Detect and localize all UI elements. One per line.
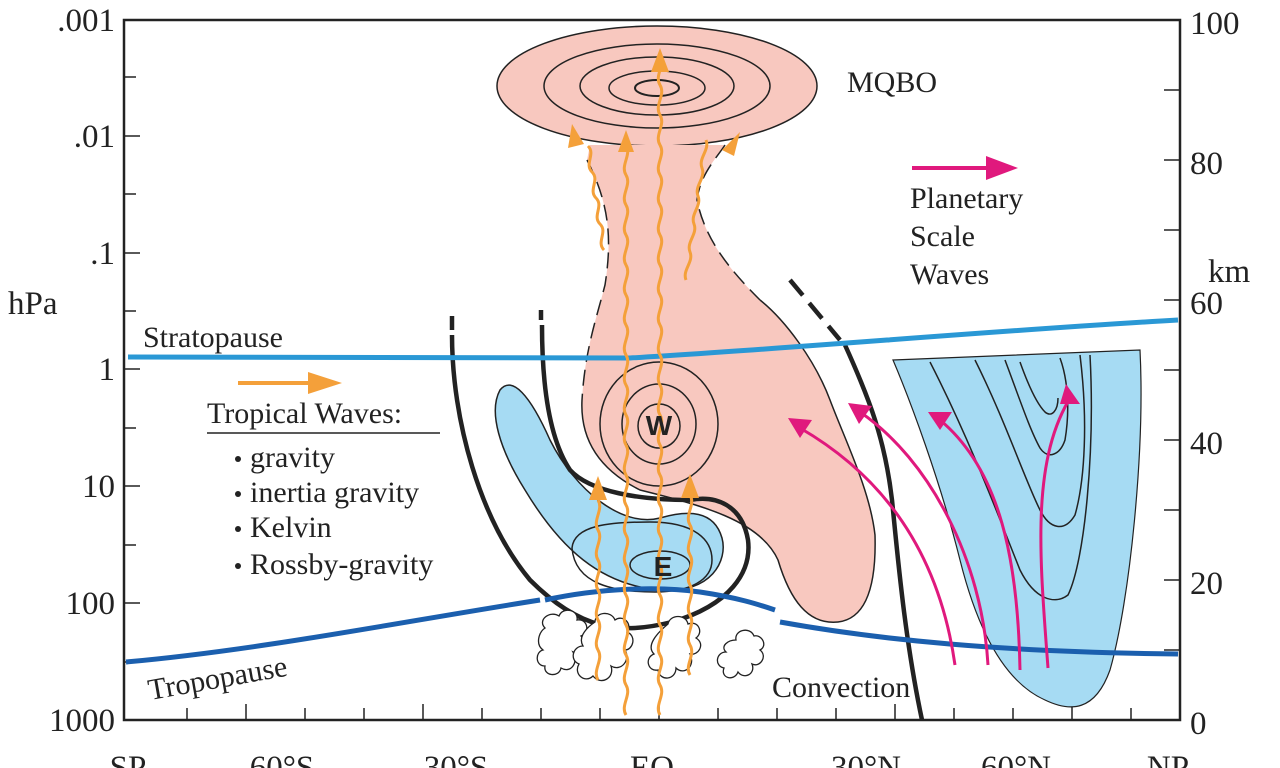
winter-jet-contour xyxy=(1019,361,1059,415)
bottom-tick-label: SP xyxy=(110,750,147,768)
bottom-tick-label: 60°N xyxy=(981,750,1051,768)
planetary-wave-arrows xyxy=(799,394,1074,671)
mqbo-contour xyxy=(543,43,771,129)
left-axis-ticks xyxy=(124,19,140,663)
winter-jet-region xyxy=(892,349,1142,708)
bottom-tick-label: 60°S xyxy=(250,750,315,768)
left-tick-label: .1 xyxy=(90,236,115,272)
tropopause-line xyxy=(779,619,1179,657)
left-tick-label: 100 xyxy=(66,586,116,622)
tropopause-line xyxy=(125,597,541,665)
tropical-legend-arrowhead xyxy=(308,372,342,394)
left-tick-label: .01 xyxy=(74,119,115,155)
planetary-legend-text: Scale xyxy=(910,220,975,253)
right-tick-label: 60 xyxy=(1190,286,1223,322)
right-tick-label: 40 xyxy=(1190,426,1223,462)
planetary-legend-text: Planetary xyxy=(910,182,1023,215)
bottom-tick-label: NP xyxy=(1147,750,1189,768)
bottom-tick-label: 30°S xyxy=(424,750,489,768)
westerly-contour xyxy=(599,361,719,487)
easterly-label: E xyxy=(654,551,673,582)
tropical-legend-item: inertia gravity xyxy=(250,476,419,509)
winter-jet-contour xyxy=(974,354,1086,528)
right-axis-unit: km xyxy=(1208,254,1251,290)
bottom-tick-label: 30°N xyxy=(831,750,901,768)
left-axis-unit: hPa xyxy=(8,286,58,322)
stratopause-label: Stratopause xyxy=(143,321,283,354)
zero-wind-line xyxy=(788,278,842,342)
left-tick-label: 1 xyxy=(99,352,116,388)
westerly-region xyxy=(581,145,876,623)
planetary-wave-arrowheads xyxy=(788,384,1080,438)
bottom-tick-label: EQ xyxy=(630,750,674,768)
tropical-legend-item: Kelvin xyxy=(250,511,332,544)
zero-wind-line xyxy=(449,334,751,631)
zero-wind-line xyxy=(539,324,691,503)
right-tick-label: 80 xyxy=(1190,146,1223,182)
westerly-boundary xyxy=(581,299,876,623)
westerly-boundary xyxy=(696,144,761,301)
convection-label: Convection xyxy=(772,671,910,704)
left-tick-label: 1000 xyxy=(49,703,115,739)
right-tick-label: 100 xyxy=(1190,6,1240,42)
left-tick-label: 10 xyxy=(82,469,115,505)
tropical-legend-bullets xyxy=(235,456,241,569)
left-tick-label: .001 xyxy=(57,3,115,39)
planetary-legend-arrowhead xyxy=(986,156,1018,180)
mqbo-label: MQBO xyxy=(847,66,937,99)
right-tick-label: 0 xyxy=(1190,706,1207,742)
tropical-legend-item: Rossby-gravity xyxy=(250,548,433,581)
tropical-wave-arrowheads xyxy=(568,48,740,500)
planetary-legend-text: Waves xyxy=(910,258,989,291)
tropical-legend-item: gravity xyxy=(250,441,335,474)
tropical-wave-arrows xyxy=(586,54,709,716)
westerly-label: W xyxy=(646,410,673,441)
stratopause-line xyxy=(127,317,1179,361)
convection-clouds xyxy=(536,609,765,682)
easterly-region xyxy=(494,384,724,591)
right-axis-ticks xyxy=(1164,89,1180,651)
tropical-legend-title: Tropical Waves: xyxy=(207,397,402,430)
zero-wind-line xyxy=(842,344,925,721)
bottom-axis-ticks xyxy=(186,704,1132,720)
right-tick-label: 20 xyxy=(1190,566,1223,602)
